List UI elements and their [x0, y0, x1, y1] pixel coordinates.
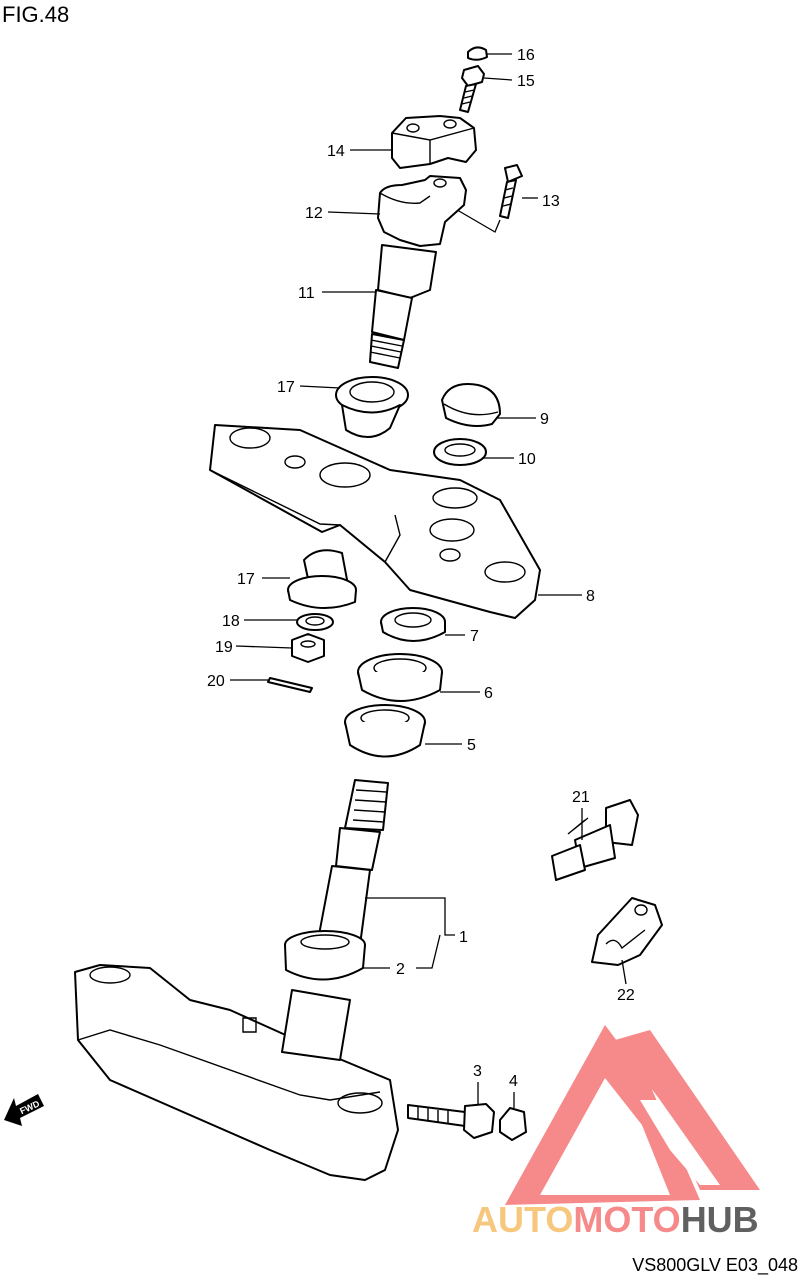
part-12-holder — [377, 175, 467, 247]
watermark-moto: MOTO — [573, 1199, 680, 1240]
callout-2: 2 — [396, 961, 405, 978]
callout-9: 9 — [540, 411, 549, 428]
callout-8: 8 — [586, 588, 595, 605]
callout-14: 14 — [327, 143, 345, 160]
callout-22: 22 — [617, 987, 635, 1004]
svg-text:AUTOMOTOHUB: AUTOMOTOHUB — [472, 1199, 759, 1240]
part-21-lock — [551, 799, 639, 881]
part-5-bearing — [344, 704, 426, 758]
callout-11: 11 — [298, 285, 315, 302]
callout-18: 18 — [222, 613, 240, 630]
part-14-upper-clamp — [391, 115, 477, 169]
watermark-auto: AUTO — [472, 1199, 573, 1240]
part-4-nut — [499, 1107, 527, 1141]
watermark-hub: HUB — [681, 1199, 759, 1240]
leader-lines — [230, 53, 627, 1108]
part-17-bush-lower — [287, 549, 357, 610]
callout-13: 13 — [542, 193, 560, 210]
part-7-stem-nut — [380, 607, 446, 642]
watermark-logo-icon — [505, 1025, 760, 1205]
fwd-arrow-icon: FWD — [4, 1094, 44, 1126]
part-20-pin — [267, 677, 313, 693]
callout-4: 4 — [509, 1073, 518, 1090]
part-10-washer — [433, 438, 487, 466]
part-2-seal — [284, 930, 366, 981]
part-19-nut — [291, 633, 325, 663]
document-code: VS800GLV E03_048 — [632, 1255, 798, 1275]
callout-3: 3 — [473, 1063, 482, 1080]
callout-17-lower: 17 — [237, 571, 255, 588]
callout-10: 10 — [518, 451, 536, 468]
figure-label: FIG.48 — [2, 2, 70, 27]
part-15-bolt — [459, 65, 485, 113]
callout-19: 19 — [215, 639, 233, 656]
callout-6: 6 — [484, 685, 493, 702]
part-17-bush-upper — [335, 376, 409, 438]
callout-7: 7 — [470, 628, 479, 645]
part-9-cap-nut — [441, 383, 501, 427]
part-6-bearing — [357, 653, 443, 702]
part-8-upper-bracket — [209, 424, 541, 619]
callout-5: 5 — [467, 737, 476, 754]
callout-20: 20 — [207, 673, 225, 690]
part-18-washer — [296, 613, 334, 631]
part-22-key-tag — [591, 897, 663, 966]
callout-12: 12 — [305, 205, 323, 222]
callout-1: 1 — [459, 929, 468, 946]
part-1-steering-stem — [74, 779, 399, 1181]
callout-16: 16 — [517, 47, 535, 64]
callout-17-upper: 17 — [277, 379, 295, 396]
part-16-cap — [467, 46, 488, 61]
callout-15: 15 — [517, 73, 535, 90]
part-3-bolt — [407, 1103, 495, 1139]
callout-21: 21 — [572, 789, 590, 806]
part-11-holder-shaft — [369, 244, 437, 369]
